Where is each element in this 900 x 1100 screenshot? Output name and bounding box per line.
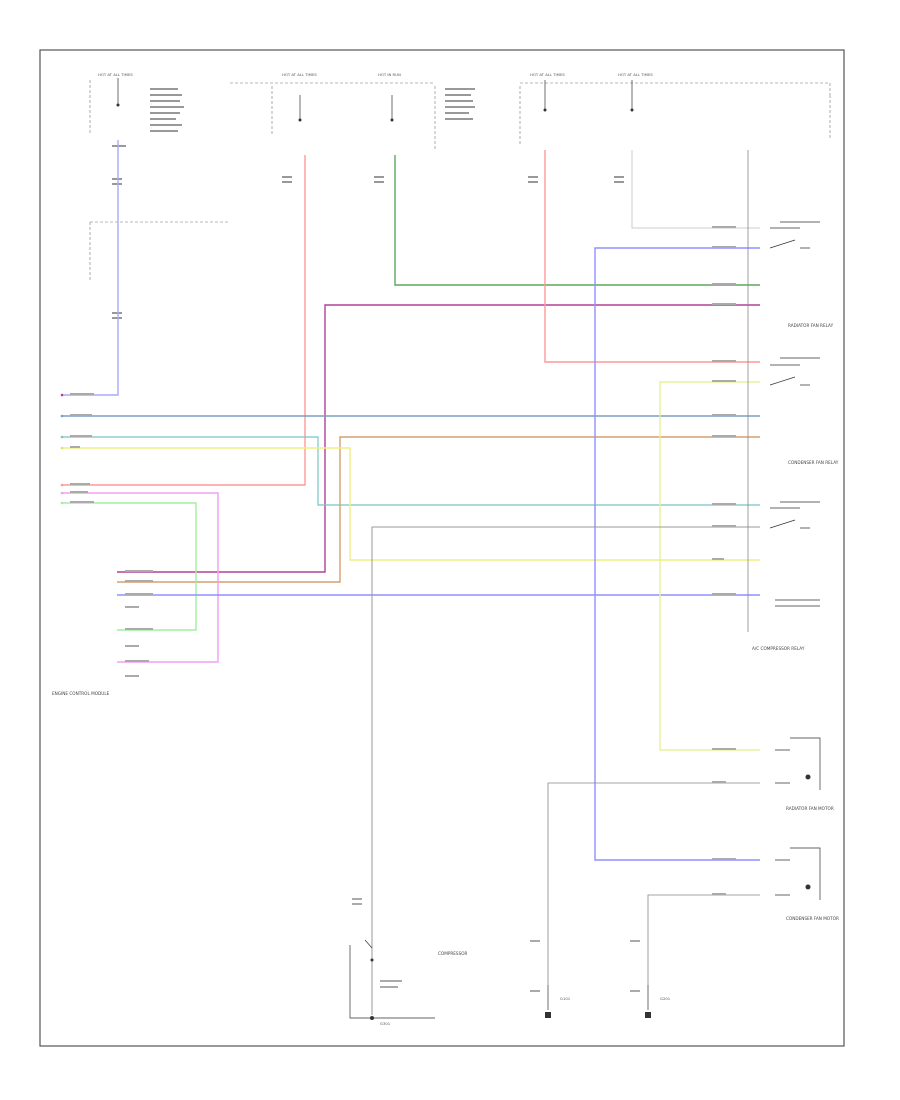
wire-yel-1	[62, 447, 760, 561]
ecm-connector-dots	[60, 393, 64, 505]
wire-lt-grn	[62, 502, 197, 631]
radiator-fan-relay-label: RADIATOR FAN RELAY	[788, 323, 834, 328]
wire-grn-1	[394, 155, 760, 286]
wire-blu-2	[594, 247, 760, 861]
hot-label-1: HOT AT ALL TIMES	[98, 72, 133, 77]
hot-label-4: HOT AT ALL TIMES	[530, 72, 565, 77]
ground-symbols	[545, 985, 651, 1018]
compressor-label: COMPRESSOR	[438, 951, 468, 956]
hot-label-5: HOT AT ALL TIMES	[618, 72, 653, 77]
wire-yel-blk	[659, 381, 760, 751]
wire-red-1	[62, 155, 306, 486]
wire-blk-ground-1	[547, 782, 760, 985]
compressor-clutch	[349, 939, 435, 1020]
wire-red-2	[544, 150, 760, 363]
condenser-fan-motor-label: CONDENSER FAN MOTOR	[786, 916, 839, 921]
wire-gry-fuse5	[631, 150, 760, 229]
left-dashed-box	[89, 80, 230, 280]
ground-label-2: G201	[660, 996, 671, 1001]
condenser-fan-motor	[775, 847, 821, 900]
ground-text	[530, 940, 640, 992]
wire-red-blu	[117, 304, 760, 573]
ecm-pin-labels	[70, 393, 153, 677]
fuse-description-text	[112, 88, 624, 319]
top-fuse-bus	[230, 82, 831, 95]
radiator-fan-motor-label: RADIATOR FAN MOTOR	[786, 806, 834, 811]
ground-label-1: G101	[560, 996, 571, 1001]
wire-gry-compressor	[371, 526, 760, 1015]
condenser-fan-relay-label: CONDENSER FAN RELAY	[788, 460, 839, 465]
relay-switches	[769, 221, 820, 607]
wire-pnk	[62, 492, 219, 663]
fuse-markers	[116, 78, 634, 122]
wire-blu-red-2	[62, 436, 760, 506]
wire-blk-ground-2	[647, 894, 760, 985]
relay-wire-labels	[712, 226, 736, 895]
ecm-label: ENGINE CONTROL MODULE	[52, 691, 110, 696]
dashed-verticals	[271, 86, 831, 150]
ac-relay-label: A/C COMPRESSOR RELAY	[752, 646, 805, 651]
hot-label-2: HOT AT ALL TIMES	[282, 72, 317, 77]
wire-brn-wht	[117, 436, 760, 583]
radiator-fan-motor	[775, 737, 821, 790]
hot-label-3: HOT IN RUN	[378, 72, 401, 77]
diagram-frame	[39, 49, 845, 1047]
ground-label-3: G301	[380, 1021, 391, 1026]
compressor-text	[352, 898, 402, 988]
